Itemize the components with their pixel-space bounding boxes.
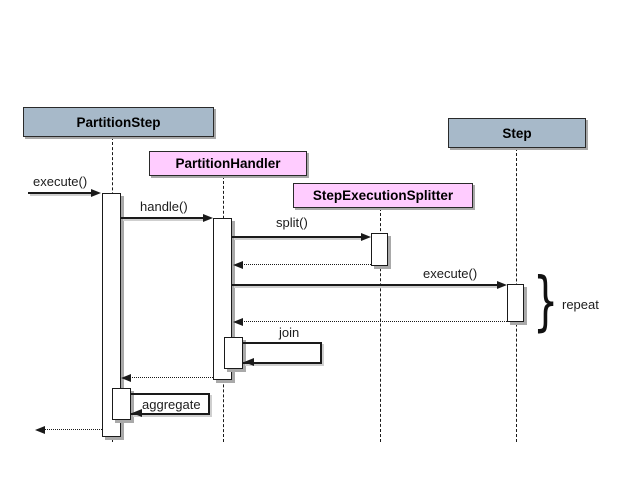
lifeline-step-execution-splitter	[380, 208, 381, 442]
arrowhead-left-icon	[233, 261, 243, 269]
participant-partition-step-label: PartitionStep	[76, 114, 161, 130]
return-handle-line	[130, 377, 213, 378]
message-split-label: split()	[276, 215, 308, 230]
return-execute-line	[242, 321, 507, 322]
return-execute-1-line	[44, 429, 102, 430]
participant-partition-step: PartitionStep	[23, 107, 214, 137]
activation-partition-step	[102, 193, 121, 437]
activation-step-execution-splitter	[371, 233, 388, 266]
participant-partition-handler: PartitionHandler	[149, 151, 307, 176]
message-join-label: join	[279, 325, 300, 340]
participant-step-execution-splitter: StepExecutionSplitter	[293, 183, 473, 208]
return-split-line	[242, 264, 371, 265]
arrowhead-right-icon	[361, 233, 371, 241]
arrowhead-left-icon	[121, 374, 131, 382]
participant-step-label: Step	[502, 125, 532, 141]
message-execute-2-line	[232, 284, 497, 286]
activation-join-selfcall	[224, 337, 243, 369]
message-execute-1-line	[28, 192, 92, 194]
activation-aggregate-selfcall	[112, 388, 131, 420]
participant-step: Step	[448, 118, 586, 148]
repeat-label: repeat	[562, 297, 599, 312]
participant-partition-handler-label: PartitionHandler	[175, 156, 281, 171]
message-aggregate-label: aggregate	[142, 397, 201, 412]
arrowhead-left-icon	[35, 426, 45, 434]
repeat-brace: }	[533, 265, 559, 339]
message-handle-line	[121, 217, 203, 219]
participant-step-execution-splitter-label: StepExecutionSplitter	[312, 188, 454, 203]
arrowhead-right-icon	[203, 214, 213, 222]
arrowhead-right-icon	[91, 189, 101, 197]
message-handle-label: handle()	[140, 199, 188, 214]
message-aggregate-loop	[131, 393, 210, 415]
arrowhead-left-icon	[244, 358, 254, 366]
activation-step	[507, 284, 524, 322]
message-split-line	[232, 236, 361, 238]
message-join-loop	[243, 342, 322, 364]
message-execute-1-label: execute()	[33, 174, 88, 189]
arrowhead-left-icon	[132, 409, 142, 417]
arrowhead-right-icon	[497, 281, 507, 289]
message-execute-2-label: execute()	[423, 266, 478, 281]
arrowhead-left-icon	[233, 318, 243, 326]
